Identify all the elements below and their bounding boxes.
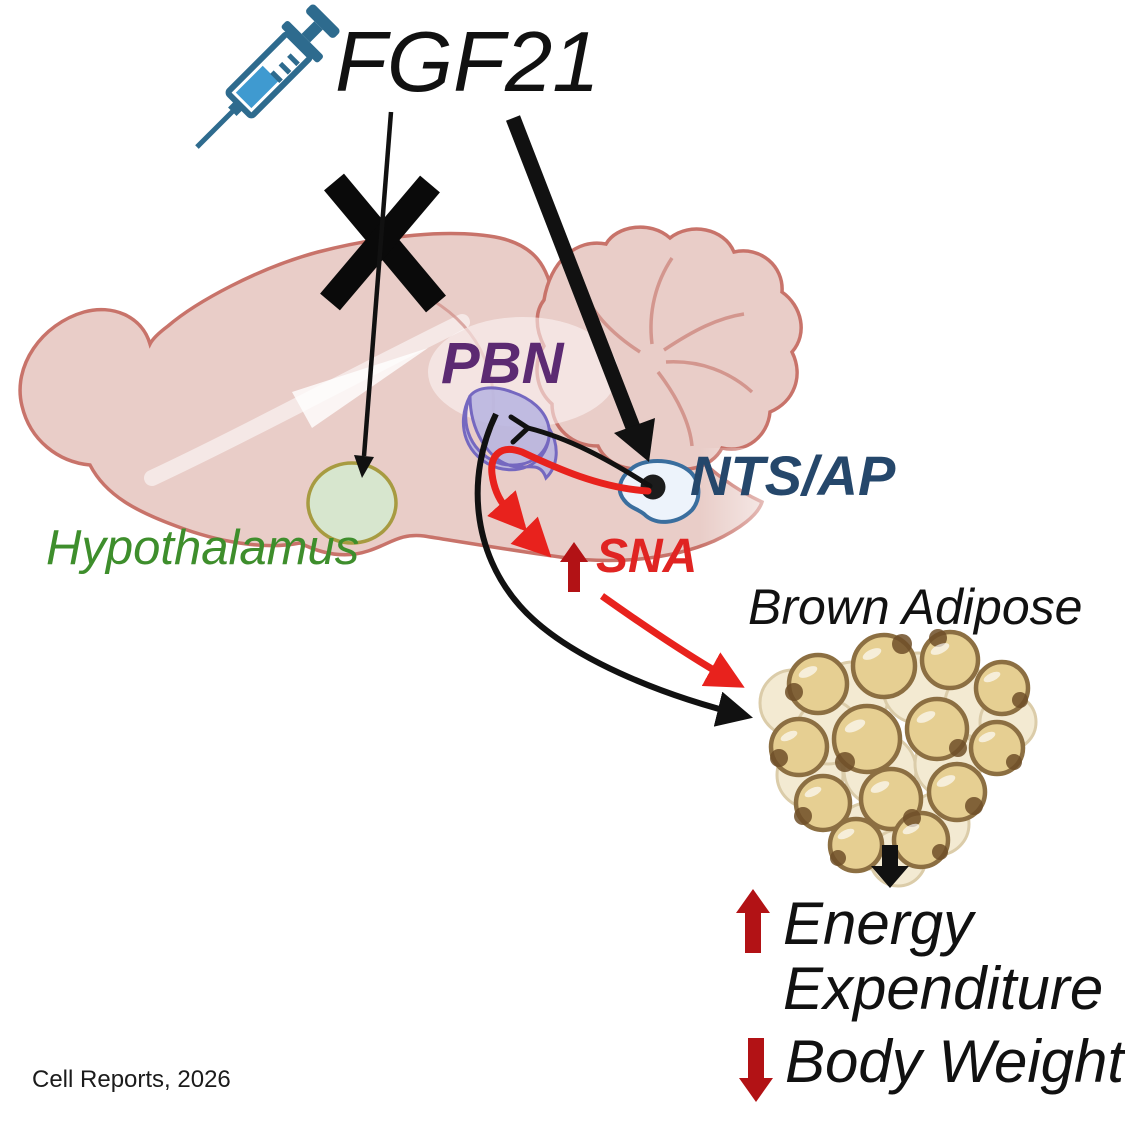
label-expenditure: Expenditure: [783, 955, 1104, 1022]
sna-to-bat-projection: [599, 593, 745, 688]
nts-ap-region: [617, 459, 701, 524]
nts-to-pbn-projection: [508, 414, 653, 489]
brainstem-fade: [700, 448, 815, 566]
injection-site-dot: [640, 474, 666, 500]
citation: Cell Reports, 2026: [32, 1066, 231, 1093]
adipocyte-highlights: [780, 643, 1001, 840]
pbn-to-bat-projection: [474, 412, 753, 727]
energy-up-arrow-icon: [736, 889, 770, 953]
title-fgf21: FGF21: [335, 15, 600, 110]
arrow-fgf21-to-nts: [506, 115, 655, 462]
label-sna: SNA: [596, 530, 698, 583]
adipocyte-spots: [770, 629, 1028, 866]
hypothalamus-region: [306, 461, 398, 545]
label-hypothalamus: Hypothalamus: [46, 521, 360, 575]
label-pbn: PBN: [441, 331, 564, 396]
label-nts-ap: NTS/AP: [690, 444, 896, 507]
arrow-fgf21-to-hypothalamus: [354, 111, 394, 478]
label-energy: Energy: [783, 890, 974, 957]
brown-adipose-illustration: [758, 629, 1038, 888]
bat-output-down-arrow-icon: [871, 845, 909, 888]
bodyweight-down-arrow-icon: [739, 1038, 773, 1102]
label-body-weight: Body Weight: [785, 1028, 1125, 1095]
syringe-icon: [195, 4, 340, 149]
sna-up-arrow-icon: [560, 542, 588, 592]
white-matter-wedge: [292, 348, 428, 428]
label-brown-adipose: Brown Adipose: [748, 579, 1083, 635]
nts-pbn-sna-red-projection: [487, 446, 652, 558]
